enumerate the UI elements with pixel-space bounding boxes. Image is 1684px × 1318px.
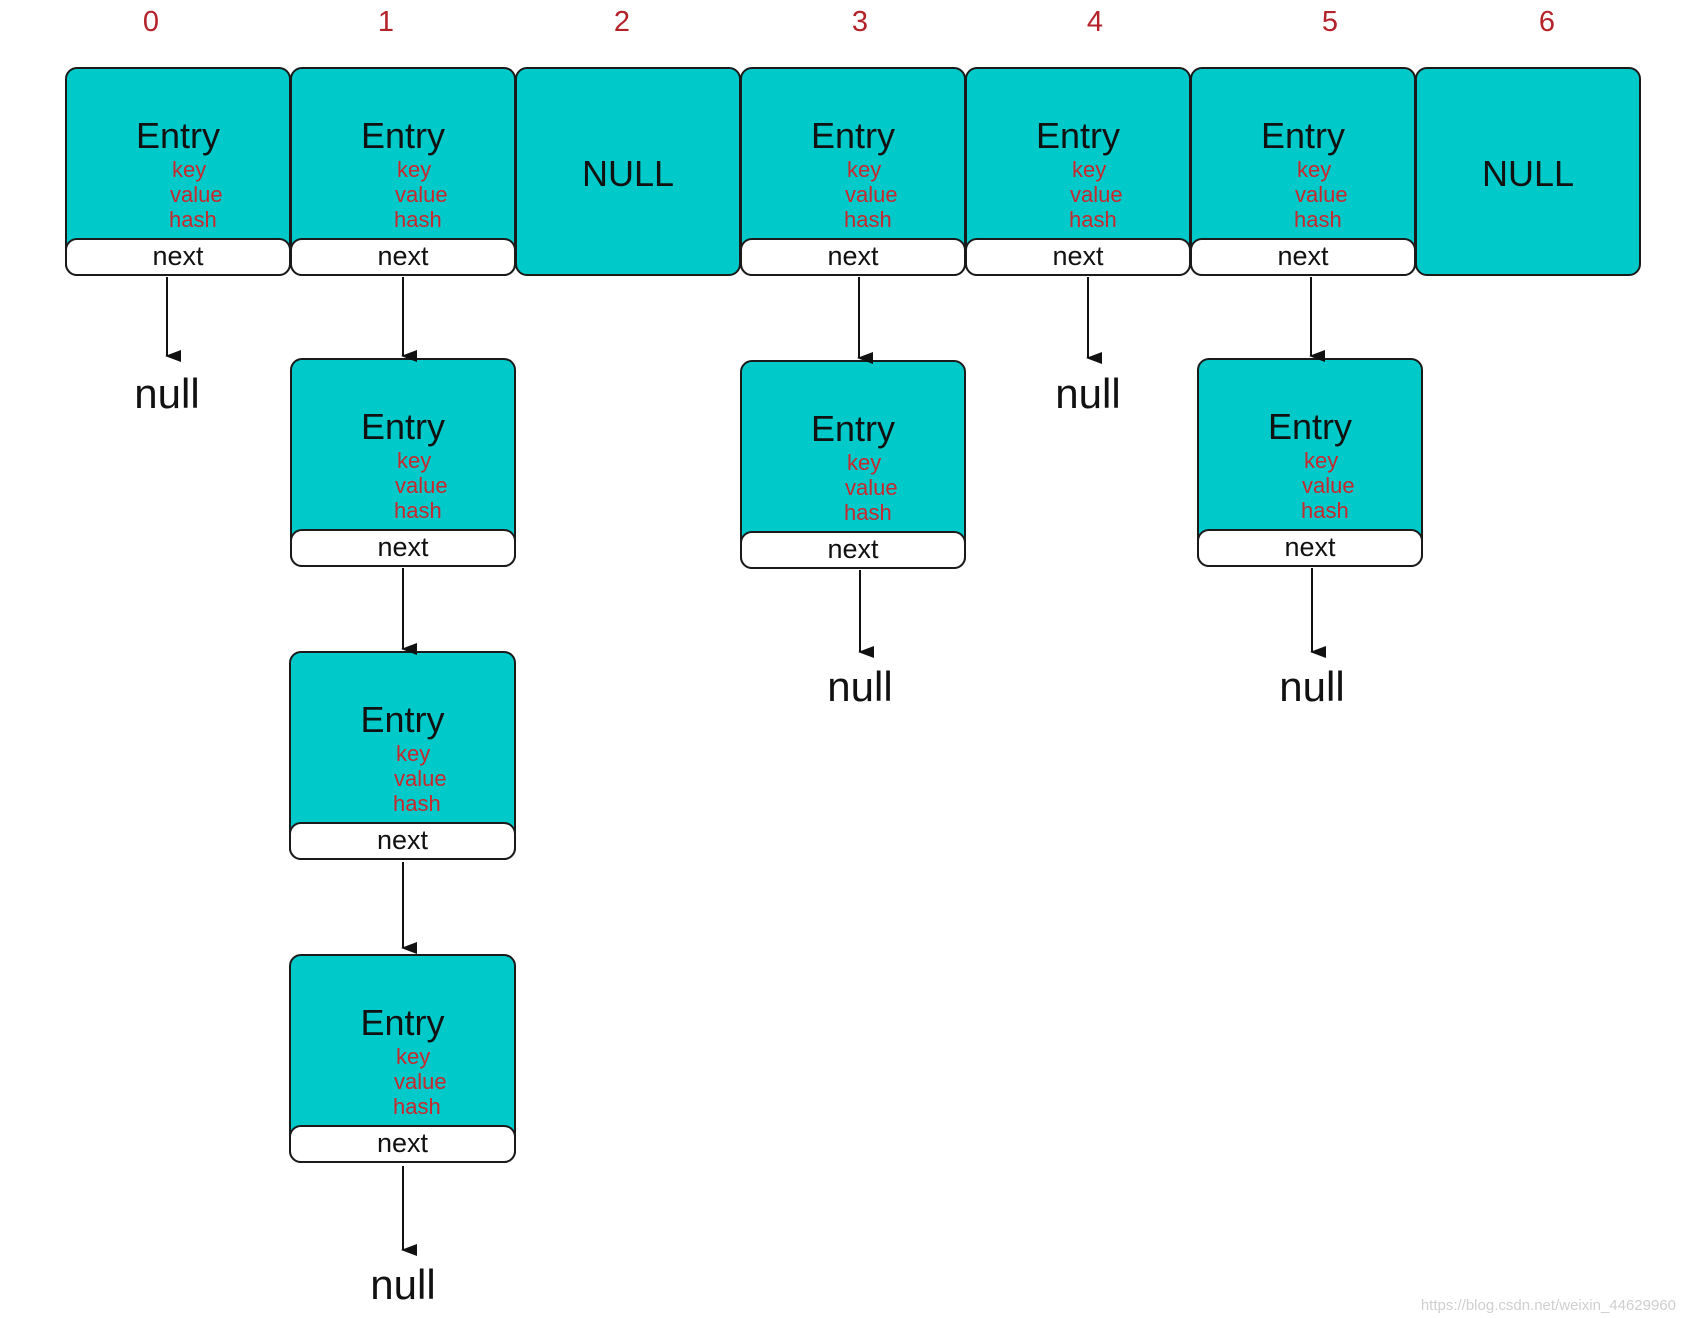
entry-title: Entry [360,115,446,156]
entry-key: key [1297,157,1332,182]
entry-value: value [845,475,898,500]
entry-next-field: next [289,822,516,860]
entry-key: key [396,1044,431,1069]
entry-next-field: next [1197,529,1423,567]
entry-title: Entry [360,699,445,740]
entry-key: key [847,157,882,182]
entry-key: key [1304,448,1339,473]
entry-title: Entry [1267,406,1353,447]
null-slot-label: NULL [581,153,675,194]
entry-value: value [1302,473,1355,498]
entry-next-field: next [740,531,966,569]
entry-title: Entry [810,408,896,449]
entry-key: key [172,157,207,182]
entry-key: key [396,741,431,766]
entry-value: value [394,1069,447,1094]
entry-hash: hash [1069,207,1117,232]
entry-hash: hash [844,500,892,525]
entry-value: value [170,182,223,207]
entry-hash: hash [1301,498,1349,523]
bucket-index-5: 5 [1321,6,1339,38]
bucket-index-0: 0 [142,6,160,38]
entry-key: key [397,157,432,182]
entry-hash: hash [393,791,441,816]
entry-title: Entry [135,115,221,156]
entry-title: Entry [810,115,896,156]
entry-key: key [1072,157,1107,182]
bucket-6-null: NULL [1415,67,1641,276]
chain-1-entry-3: Entry key value hash next [289,651,516,860]
bucket-index-2: 2 [613,6,631,38]
entry-title: Entry [360,1002,445,1043]
entry-next-field: next [289,1125,516,1163]
chain-1-entry-4: Entry key value hash next [289,954,516,1163]
entry-next-field: next [65,238,291,276]
entry-value: value [395,182,448,207]
chain-3-entry-2: Entry key value hash next [740,360,966,569]
bucket-4-entry: Entry key value hash next [965,67,1191,276]
entry-value: value [845,182,898,207]
bucket-3-entry: Entry key value hash next [740,67,966,276]
bucket-index-6: 6 [1538,6,1556,38]
entry-value: value [1295,182,1348,207]
entry-value: value [394,766,447,791]
chain-4-null: null [1055,370,1121,417]
bucket-0-entry: Entry key value hash next [65,67,291,276]
entry-hash: hash [169,207,217,232]
bucket-index-1: 1 [377,6,395,38]
entry-hash: hash [1294,207,1342,232]
entry-title: Entry [360,406,446,447]
entry-value: value [1070,182,1123,207]
chain-1-null: null [370,1261,436,1308]
entry-next-field: next [290,238,516,276]
entry-next-field: next [290,529,516,567]
entry-hash: hash [844,207,892,232]
chain-5-null: null [1279,663,1345,710]
entry-next-field: next [1190,238,1416,276]
entry-title: Entry [1035,115,1121,156]
watermark: https://blog.csdn.net/weixin_44629960 [1420,1297,1676,1314]
null-slot-label: NULL [1481,153,1575,194]
entry-hash: hash [393,1094,441,1119]
bucket-5-entry: Entry key value hash next [1190,67,1416,276]
entry-key: key [847,450,882,475]
bucket-index-3: 3 [851,6,869,38]
entry-next-field: next [740,238,966,276]
bucket-2-null: NULL [515,67,741,276]
chain-0-null: null [134,370,200,417]
chain-3-null: null [827,663,893,710]
entry-key: key [397,448,432,473]
entry-hash: hash [394,498,442,523]
entry-value: value [395,473,448,498]
entry-title: Entry [1260,115,1346,156]
bucket-index-4: 4 [1086,6,1104,38]
entry-next-field: next [965,238,1191,276]
entry-hash: hash [394,207,442,232]
chain-5-entry-2: Entry key value hash next [1197,358,1423,567]
